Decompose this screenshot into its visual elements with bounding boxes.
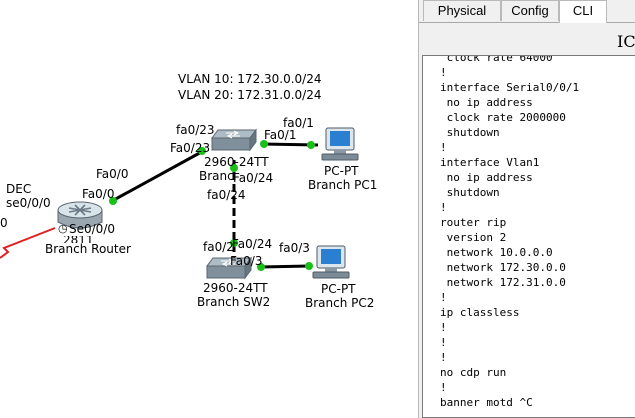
topology-canvas[interactable]: VLAN 10: 172.30.0.0/24 VLAN 20: 172.31.0…	[0, 0, 418, 418]
tab-bar: Physical Config CLI	[419, 0, 635, 23]
cli-line: interface Serial0/0/1	[440, 81, 580, 94]
device-model-label: PC-PT	[324, 164, 359, 178]
port-label: fa0/1	[283, 116, 314, 130]
device-model-label: 2960-24TT	[204, 155, 269, 169]
cli-line: !	[440, 291, 447, 304]
cli-line: !	[440, 66, 447, 79]
cli-line: shutdown	[440, 186, 500, 199]
serial-port-label: se0/0/0	[6, 196, 51, 210]
port-label: Fa0/0	[82, 187, 115, 201]
link-up-indicator	[198, 147, 206, 155]
tab-cli[interactable]: CLI	[559, 0, 607, 23]
port-label: fa0/24	[207, 188, 246, 202]
cli-line: interface Vlan1	[440, 156, 540, 169]
vlan-note-line: VLAN 10: 172.30.0.0/24	[178, 72, 322, 86]
cli-line: version 2	[440, 231, 507, 244]
cli-line: !	[440, 381, 447, 394]
device-name-label: Branch PC2	[305, 296, 375, 310]
tab-physical[interactable]: Physical	[423, 0, 501, 21]
device-model-label: 2811	[63, 236, 94, 243]
device-model-label: 2960-24TT	[203, 281, 268, 295]
pc-icon[interactable]	[311, 244, 351, 280]
cli-line: no ip address	[440, 171, 533, 184]
cli-line: shutdown	[440, 126, 500, 139]
port-label: Fa0/1	[264, 128, 297, 142]
link-up-indicator	[230, 164, 238, 172]
cli-line: !	[440, 351, 447, 364]
cli-line: !	[440, 321, 447, 334]
router-icon[interactable]	[55, 198, 105, 234]
vlan-note-line: VLAN 20: 172.31.0.0/24	[178, 88, 322, 102]
device-model-label: PC-PT	[321, 282, 356, 296]
cli-output: clock rate 64000! interface Serial0/0/1 n…	[440, 55, 580, 410]
clock-icon: ◷	[58, 223, 68, 235]
port-label: Fa0/3	[230, 254, 263, 268]
port-label: Fa0/0	[96, 167, 129, 181]
link-up-indicator	[109, 197, 117, 205]
cli-console[interactable]: clock rate 64000! interface Serial0/0/1 n…	[422, 55, 635, 418]
device-name-label: Branch PC1	[308, 178, 378, 192]
cli-line: !	[440, 336, 447, 349]
links-layer	[0, 140, 319, 271]
cli-line: banner motd ^C	[440, 396, 533, 409]
serial-link[interactable]	[0, 227, 56, 259]
switch-icon[interactable]	[205, 256, 253, 282]
cli-line: !	[440, 201, 447, 214]
link-up-indicator	[230, 239, 238, 247]
port-label: fa0/2	[203, 240, 234, 254]
device-name-label: Branc	[199, 169, 234, 183]
serial-port-label: Se0/0/0	[69, 222, 115, 236]
serial-dce-label: DEC	[6, 182, 32, 196]
interface-label-partial: 0	[0, 216, 8, 230]
cli-line: no cdp run	[440, 366, 507, 379]
cli-line: !	[440, 141, 447, 154]
port-label: fa0/23	[176, 123, 215, 137]
port-label: fa0/3	[279, 241, 310, 255]
device-window: Physical Config CLI IC clock rate 64000!…	[418, 0, 635, 418]
cli-line: network 172.31.0.0	[440, 276, 566, 289]
tab-config[interactable]: Config	[501, 0, 559, 21]
link-sw2-pc2[interactable]	[259, 264, 311, 269]
port-label: Fa0/24	[232, 237, 273, 251]
link-up-indicator	[307, 141, 315, 149]
cli-line: router rip	[440, 216, 507, 229]
link-up-indicator	[260, 140, 268, 148]
device-name-label: Branch Router	[45, 242, 131, 256]
ios-command-line-title: IC	[617, 32, 635, 51]
cli-line: clock rate 64000	[440, 55, 553, 64]
cli-line: clock rate 2000000	[440, 111, 566, 124]
link-router-sw1[interactable]	[111, 148, 206, 203]
cli-line: no ip address	[440, 96, 533, 109]
pc-icon[interactable]	[320, 126, 360, 162]
cli-line: ip classless	[440, 306, 520, 319]
switch-icon[interactable]	[210, 128, 258, 154]
cli-line: network 10.0.0.0	[440, 246, 553, 259]
port-label: Fa0/23	[170, 141, 211, 155]
device-name-label: Branch SW2	[197, 295, 271, 309]
link-up-indicator	[257, 263, 265, 271]
port-label: Fa0/24	[233, 171, 274, 185]
link-up-indicator	[305, 262, 313, 270]
cli-line: network 172.30.0.0	[440, 261, 566, 274]
